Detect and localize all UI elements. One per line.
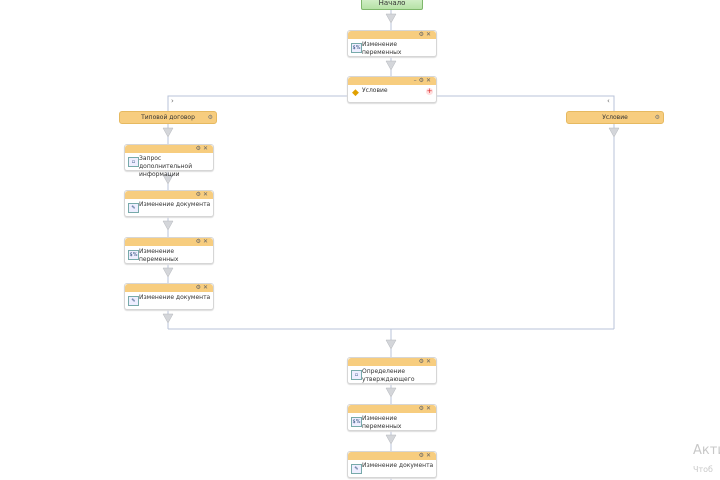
activation-watermark-title: Акти — [693, 443, 720, 458]
node-controls[interactable]: ⚙✕ — [418, 358, 433, 365]
chevron-left-icon[interactable]: ‹ — [607, 97, 610, 105]
edit-document-icon: ✎ — [351, 464, 362, 474]
arrow — [162, 313, 174, 324]
branch-typical-contract[interactable]: Типовой договор⚙ — [119, 111, 217, 124]
arrow — [162, 220, 174, 231]
variables-icon: $% — [351, 417, 362, 427]
chevron-right-icon[interactable]: › — [171, 97, 174, 105]
node-controls[interactable]: ⚙✕ — [195, 145, 210, 152]
arrow — [385, 60, 397, 71]
variables-icon: $% — [128, 250, 139, 260]
node-change-document[interactable]: ⚙✕✎Изменение документа — [347, 451, 437, 478]
node-request-info[interactable]: ⚙✕▫Запрос дополнительной информации — [124, 144, 214, 178]
branch-condition[interactable]: Условие⚙ — [566, 111, 664, 124]
edit-document-icon: ✎ — [128, 296, 139, 306]
node-controls[interactable]: ⚙✕ — [195, 191, 210, 198]
add-branch-icon[interactable]: + — [426, 87, 433, 95]
arrow — [608, 127, 620, 138]
node-condition[interactable]: –⚙✕◆Условие+ — [347, 76, 437, 103]
node-controls[interactable]: ⚙✕ — [418, 31, 433, 38]
arrow — [385, 339, 397, 350]
arrow — [385, 13, 397, 24]
node-change-document[interactable]: ⚙✕✎Изменение документа — [124, 283, 214, 310]
node-change-variables[interactable]: ⚙✕$%Изменение переменных — [124, 237, 214, 264]
form-icon: ▫ — [128, 157, 139, 167]
arrow — [162, 127, 174, 138]
gear-icon[interactable]: ⚙ — [654, 114, 660, 121]
arrow — [385, 387, 397, 398]
node-controls[interactable]: –⚙✕ — [413, 77, 433, 84]
arrow — [162, 174, 174, 185]
node-controls[interactable]: ⚙✕ — [418, 452, 433, 459]
activation-watermark-text: Чтоб — [693, 465, 713, 474]
edit-document-icon: ✎ — [128, 203, 139, 213]
condition-icon: ◆ — [352, 88, 359, 98]
gear-icon[interactable]: ⚙ — [207, 114, 213, 121]
node-define-approver[interactable]: ⚙✕▫Определение утверждающего — [347, 357, 437, 384]
form-icon: ▫ — [351, 370, 362, 380]
arrow — [385, 434, 397, 445]
node-controls[interactable]: ⚙✕ — [195, 284, 210, 291]
variables-icon: $% — [351, 43, 362, 53]
node-controls[interactable]: ⚙✕ — [195, 238, 210, 245]
node-change-variables[interactable]: ⚙✕$%Изменение переменных — [347, 404, 437, 431]
arrow — [162, 267, 174, 278]
node-change-variables[interactable]: ⚙✕$%Изменение переменных — [347, 30, 437, 57]
node-change-document[interactable]: ⚙✕✎Изменение документа — [124, 190, 214, 217]
start-node[interactable]: Начало — [361, 0, 423, 10]
node-controls[interactable]: ⚙✕ — [418, 405, 433, 412]
